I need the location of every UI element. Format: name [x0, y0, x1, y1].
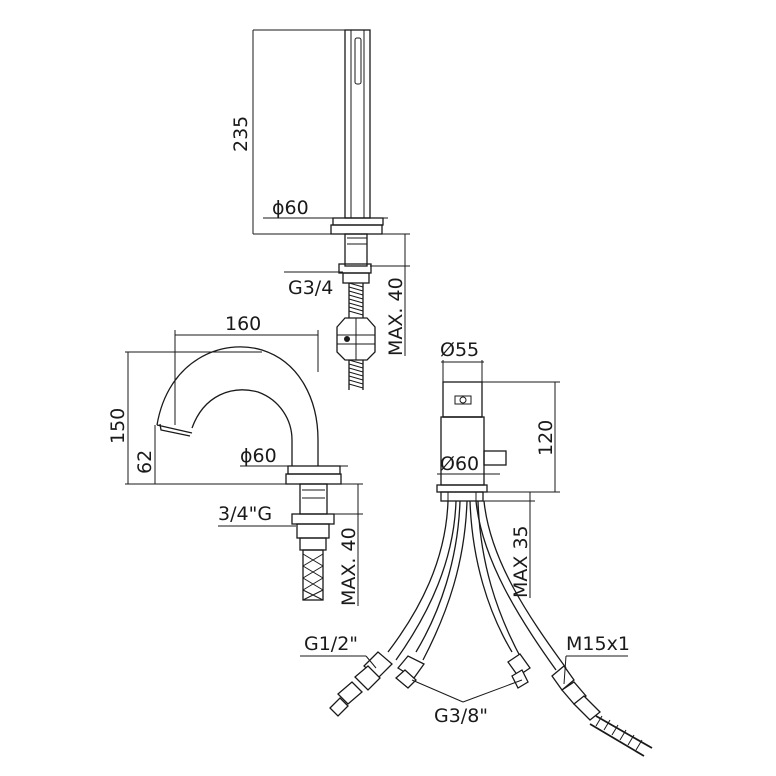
hand-shower-max-label: MAX. 40 [385, 277, 407, 356]
mixer-top-diameter-label: Ø55 [440, 339, 479, 361]
mixer-inlet-label: G1/2" [304, 633, 358, 655]
spout-thread-label: 3/4"G [218, 503, 272, 525]
spout-height-label: 150 [107, 408, 129, 444]
spout-outlet-height-label: 62 [134, 450, 156, 474]
spout-diameter-label: ϕ60 [240, 445, 277, 467]
hand-shower: 235 ϕ60 G3/4 MAX. 40 [230, 29, 410, 390]
mixer-base-diameter-label: Ø60 [440, 453, 479, 475]
hand-shower-body [344, 29, 371, 219]
mixer-height-label: 120 [535, 420, 557, 456]
mixer-shower-label: M15x1 [566, 633, 630, 655]
spout-max-label: MAX. 40 [338, 527, 360, 606]
mixer: Ø55 Ø60 120 MAX 35 G1/2" G3/8" M15x1 [300, 339, 653, 757]
hand-shower-diameter-label: ϕ60 [272, 197, 309, 219]
mixer-max-label: MAX 35 [510, 525, 532, 598]
hand-shower-thread-label: G3/4 [288, 277, 333, 299]
spout-body [156, 346, 319, 466]
mixer-hose-label: G3/8" [434, 705, 488, 727]
hand-shower-height-label: 235 [230, 116, 252, 152]
spout: 160 150 62 ϕ60 3/4"G MAX. 40 [107, 313, 363, 606]
spout-reach-label: 160 [225, 313, 261, 335]
mixer-handle [442, 381, 483, 418]
